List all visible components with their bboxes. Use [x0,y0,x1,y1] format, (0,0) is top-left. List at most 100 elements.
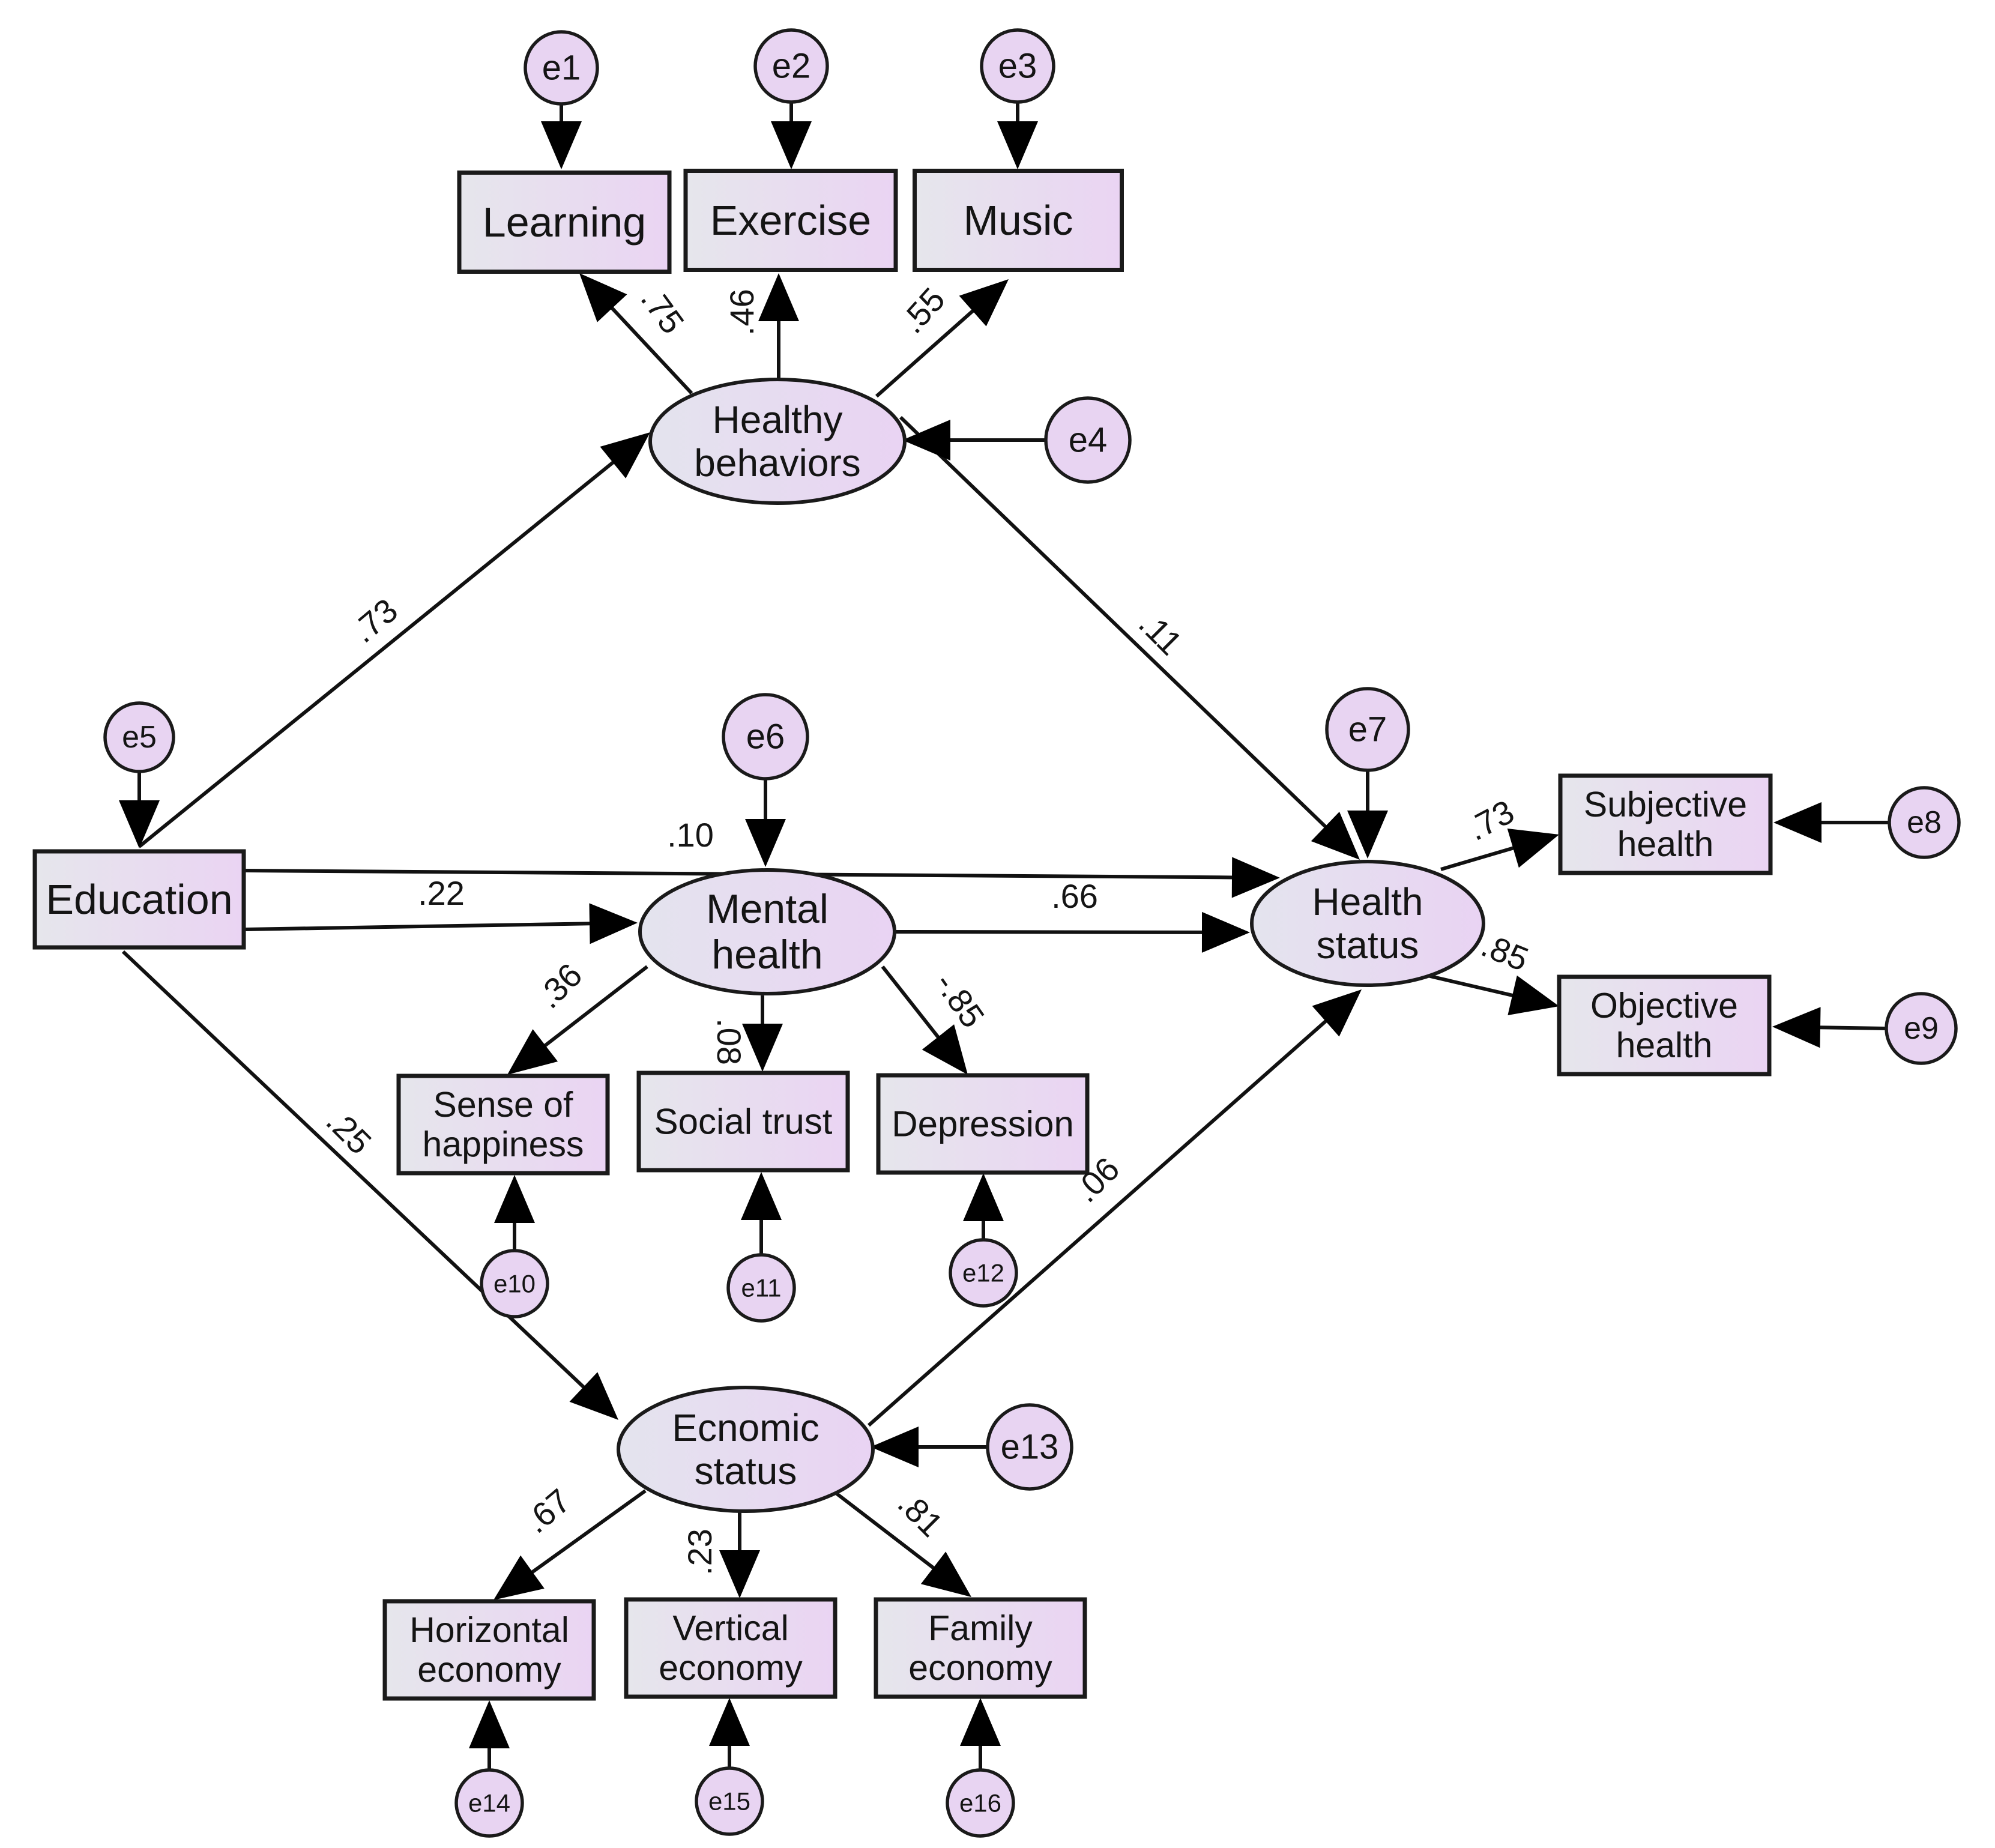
error-link-e14-arrowhead [469,1700,510,1748]
node-subjective-health-box [1558,773,1773,875]
error-e2: e2 [753,28,829,104]
error-e16-label: e16 [959,1789,1001,1817]
error-e12-label: e12 [962,1259,1004,1287]
node-family-economy-label: economy [908,1648,1052,1688]
node-learning: Learning [457,171,672,274]
error-e12-circle [949,1238,1018,1308]
error-e16: e16 [946,1768,1015,1838]
node-mental-health-label: Mental [706,886,828,932]
path-mental-health-to-social-trust-arrowhead [742,1024,783,1072]
node-family-economy-box [874,1597,1087,1699]
coef-economic-status-to-family-economy: .81 [891,1484,951,1544]
node-exercise-label: Exercise [710,197,871,244]
error-e7: e7 [1325,687,1410,772]
path-education-to-health-status-arrowhead [1231,857,1280,898]
error-link-e13-arrowhead [871,1427,919,1467]
error-e3: e3 [980,28,1055,104]
node-economic-status-ellipse [617,1386,875,1513]
error-e8: e8 [1888,786,1961,859]
node-health-status-label: Health [1312,880,1423,923]
path-economic-status-to-vertical-economy-arrowhead [719,1550,760,1598]
node-vertical-economy-label: economy [659,1648,803,1688]
coef-education-to-economic-status: .25 [319,1102,379,1162]
node-learning-box [457,171,672,274]
error-link-e8-arrowhead [1773,802,1821,843]
error-e13: e13 [986,1403,1073,1491]
error-e4: e4 [1044,396,1132,484]
error-e12: e12 [949,1238,1018,1308]
error-link-e6-arrowhead [745,819,786,867]
node-education-label: Education [46,876,232,923]
path-healthy-behaviors-to-music-arrowhead [959,279,1009,327]
error-e1-label: e1 [542,49,581,88]
node-mental-health-ellipse [638,868,896,995]
node-economic-status-label: status [695,1449,797,1493]
error-link-e5-arrowhead [119,800,160,848]
error-e11: e11 [726,1253,796,1323]
node-horizontal-economy-label: economy [417,1650,561,1689]
node-healthy-behaviors-label: Healthy [713,398,843,441]
node-horizontal-economy-label: Horizontal [409,1610,569,1650]
error-e6: e6 [722,693,809,781]
error-e10-label: e10 [493,1270,536,1298]
error-link-e4-arrowhead [902,420,950,460]
path-education-to-healthy-behaviors-arrowhead [600,432,650,479]
path-healthy-behaviors-to-learning-arrowhead [579,273,627,322]
error-e3-circle [980,28,1055,104]
node-healthy-behaviors-label: behaviors [694,441,861,485]
error-e7-label: e7 [1348,710,1387,749]
path-education-to-mental-health-line [244,922,591,931]
error-e15-label: e15 [708,1787,750,1816]
node-health-status-label: status [1317,923,1419,967]
error-e1: e1 [524,30,599,106]
error-e10-circle [480,1249,549,1318]
error-e14-circle [454,1768,524,1838]
node-family-economy-label: Family [928,1608,1033,1648]
node-objective-health-box [1557,974,1772,1076]
node-sense-of-happiness-label: happiness [423,1125,584,1164]
error-e13-label: e13 [1001,1428,1059,1467]
error-link-e9-arrowhead [1772,1007,1821,1048]
node-vertical-economy-label: Vertical [672,1608,788,1648]
node-music-label: Music [964,197,1073,244]
coef-mental-health-to-social-trust: .08 [710,1018,748,1065]
node-sense-of-happiness-box [396,1073,610,1176]
error-e5-circle [103,701,175,773]
error-e11-label: e11 [741,1274,782,1302]
path-education-to-healthy-behaviors-line [138,460,615,848]
node-vertical-economy-box [624,1597,838,1699]
coef-healthy-behaviors-to-learning: .75 [633,280,692,340]
error-link-e7-arrowhead [1347,811,1388,859]
node-learning-label: Learning [483,199,646,246]
error-e15: e15 [695,1766,764,1836]
path-economic-status-to-health-status-arrowhead [1312,989,1362,1037]
path-healthy-behaviors-to-music-line [875,309,975,398]
error-link-e15-arrowhead [709,1698,750,1746]
node-music: Music [913,169,1124,272]
path-healthy-behaviors-to-health-status-line [899,415,1327,829]
coef-economic-status-to-horizontal-economy: .67 [518,1481,578,1540]
error-link-e3-arrowhead [997,121,1038,169]
error-e4-circle [1044,396,1132,484]
path-healthy-behaviors-to-learning-line [610,306,693,395]
error-e1-circle [524,30,599,106]
node-social-trust: Social trust [636,1070,850,1173]
error-e9: e9 [1885,992,1958,1065]
node-health-status-ellipse [1250,860,1485,987]
path-health-status-to-subjective-health-arrowhead [1507,828,1559,868]
node-depression-box [876,1073,1090,1175]
node-sense-of-happiness-label: Sense of [433,1085,573,1125]
error-e3-label: e3 [998,47,1037,86]
error-link-e10-arrowhead [494,1175,535,1223]
error-e14-label: e14 [468,1789,510,1817]
error-link-e12-arrowhead [963,1173,1004,1221]
coef-health-status-to-objective-health: .85 [1476,926,1534,979]
node-music-box [913,169,1124,272]
coef-healthy-behaviors-to-health-status: .11 [1132,604,1190,662]
